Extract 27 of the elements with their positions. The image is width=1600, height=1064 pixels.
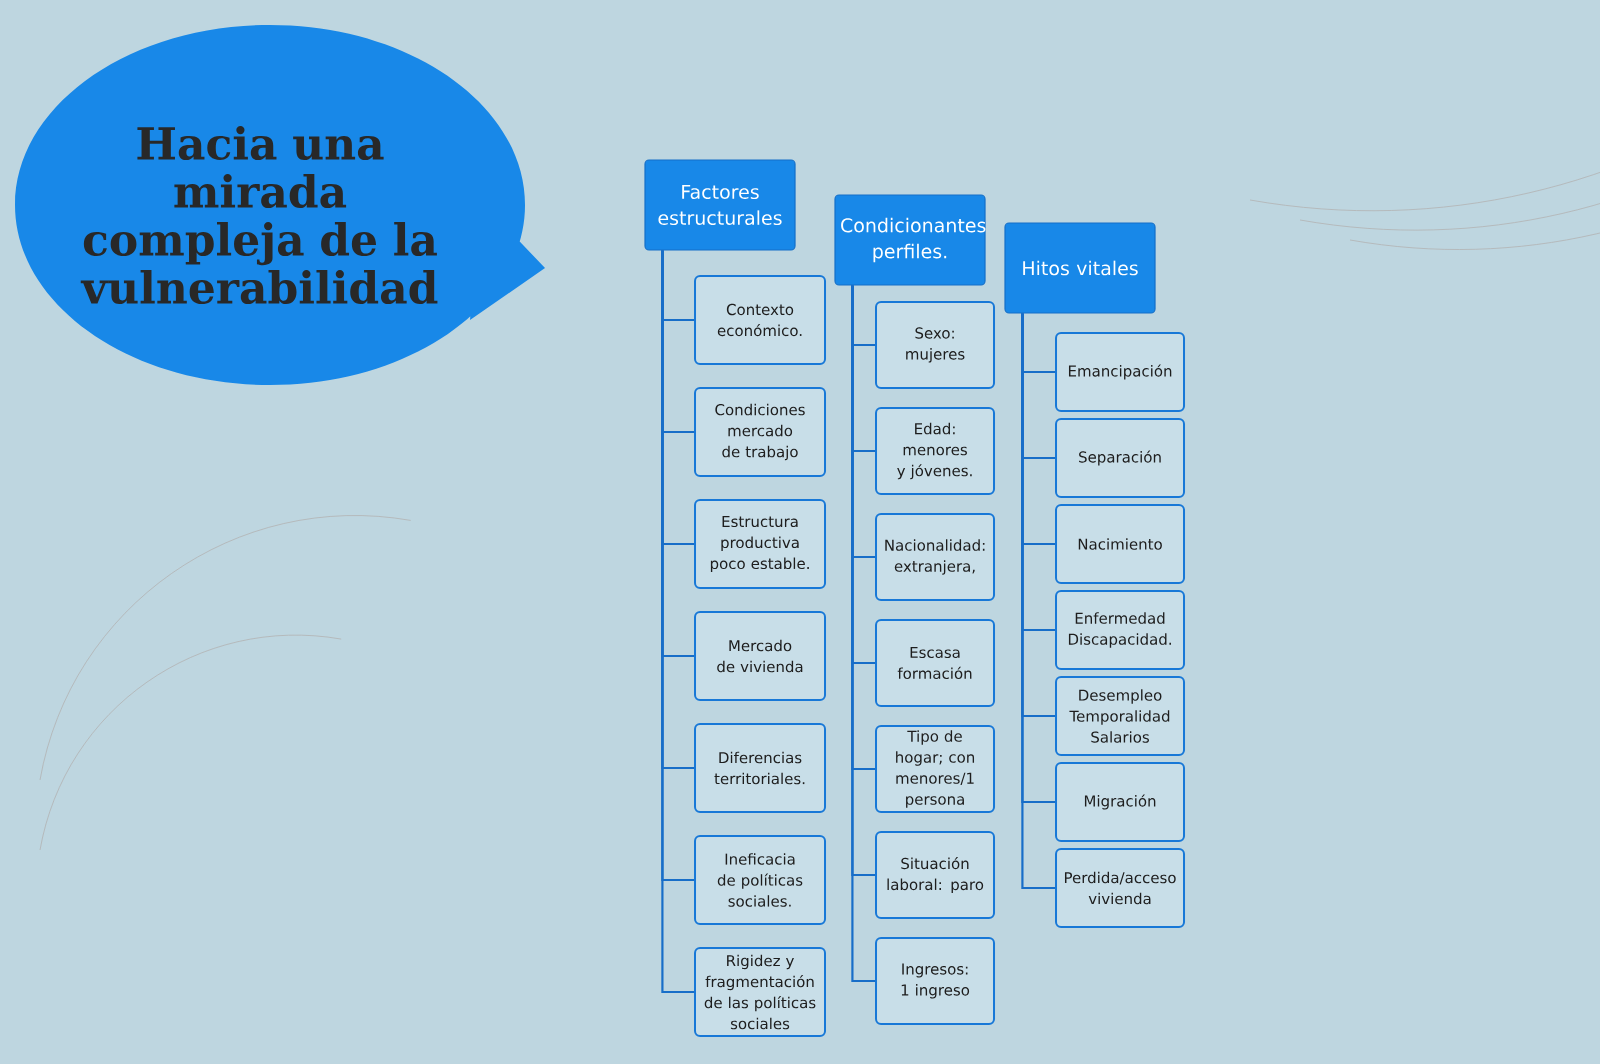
- category-box: Mercado de vivienda: [694, 611, 826, 701]
- category-box: Tipo de hogar; con menores/1 persona: [875, 725, 995, 813]
- category-box: Perdida/acceso vivienda: [1055, 848, 1185, 928]
- header-box: Factores estructurales: [644, 159, 796, 251]
- category-box: Rigidez y fragmentación de las políticas sociales: [694, 947, 826, 1037]
- category-box: Escasa formación: [875, 619, 995, 707]
- category-box: Desempleo Temporalidad Salarios: [1055, 676, 1185, 756]
- category-box: Migración: [1055, 762, 1185, 842]
- category-box: Edad: menores y jóvenes.: [875, 407, 995, 495]
- header-box: Hitos vitales: [1004, 222, 1156, 314]
- category-box: Diferencias territoriales.: [694, 723, 826, 813]
- category-box: Enfermedad Discapacidad.: [1055, 590, 1185, 670]
- category-box: Ingresos: 1 ingreso: [875, 937, 995, 1025]
- category-box: Ineficacia de políticas sociales.: [694, 835, 826, 925]
- category-box: Sexo: mujeres: [875, 301, 995, 389]
- category-box: Contexto económico.: [694, 275, 826, 365]
- title: Hacia una mirada compleja de la vulnerabilidad: [80, 126, 438, 304]
- category-box: Estructura productiva poco estable.: [694, 499, 826, 589]
- category-box: Separación: [1055, 418, 1185, 498]
- category-box: Emancipación: [1055, 332, 1185, 412]
- category-box: Condiciones mercado de trabajo: [694, 387, 826, 477]
- connector-line: [851, 285, 875, 983]
- category-box: Situación laboral: paro: [875, 831, 995, 919]
- category-box: Nacimiento: [1055, 504, 1185, 584]
- connector-line: [661, 250, 694, 994]
- category-box: Nacionalidad: extranjera,: [875, 513, 995, 601]
- header-box: Condicionantes perfiles.: [834, 194, 986, 286]
